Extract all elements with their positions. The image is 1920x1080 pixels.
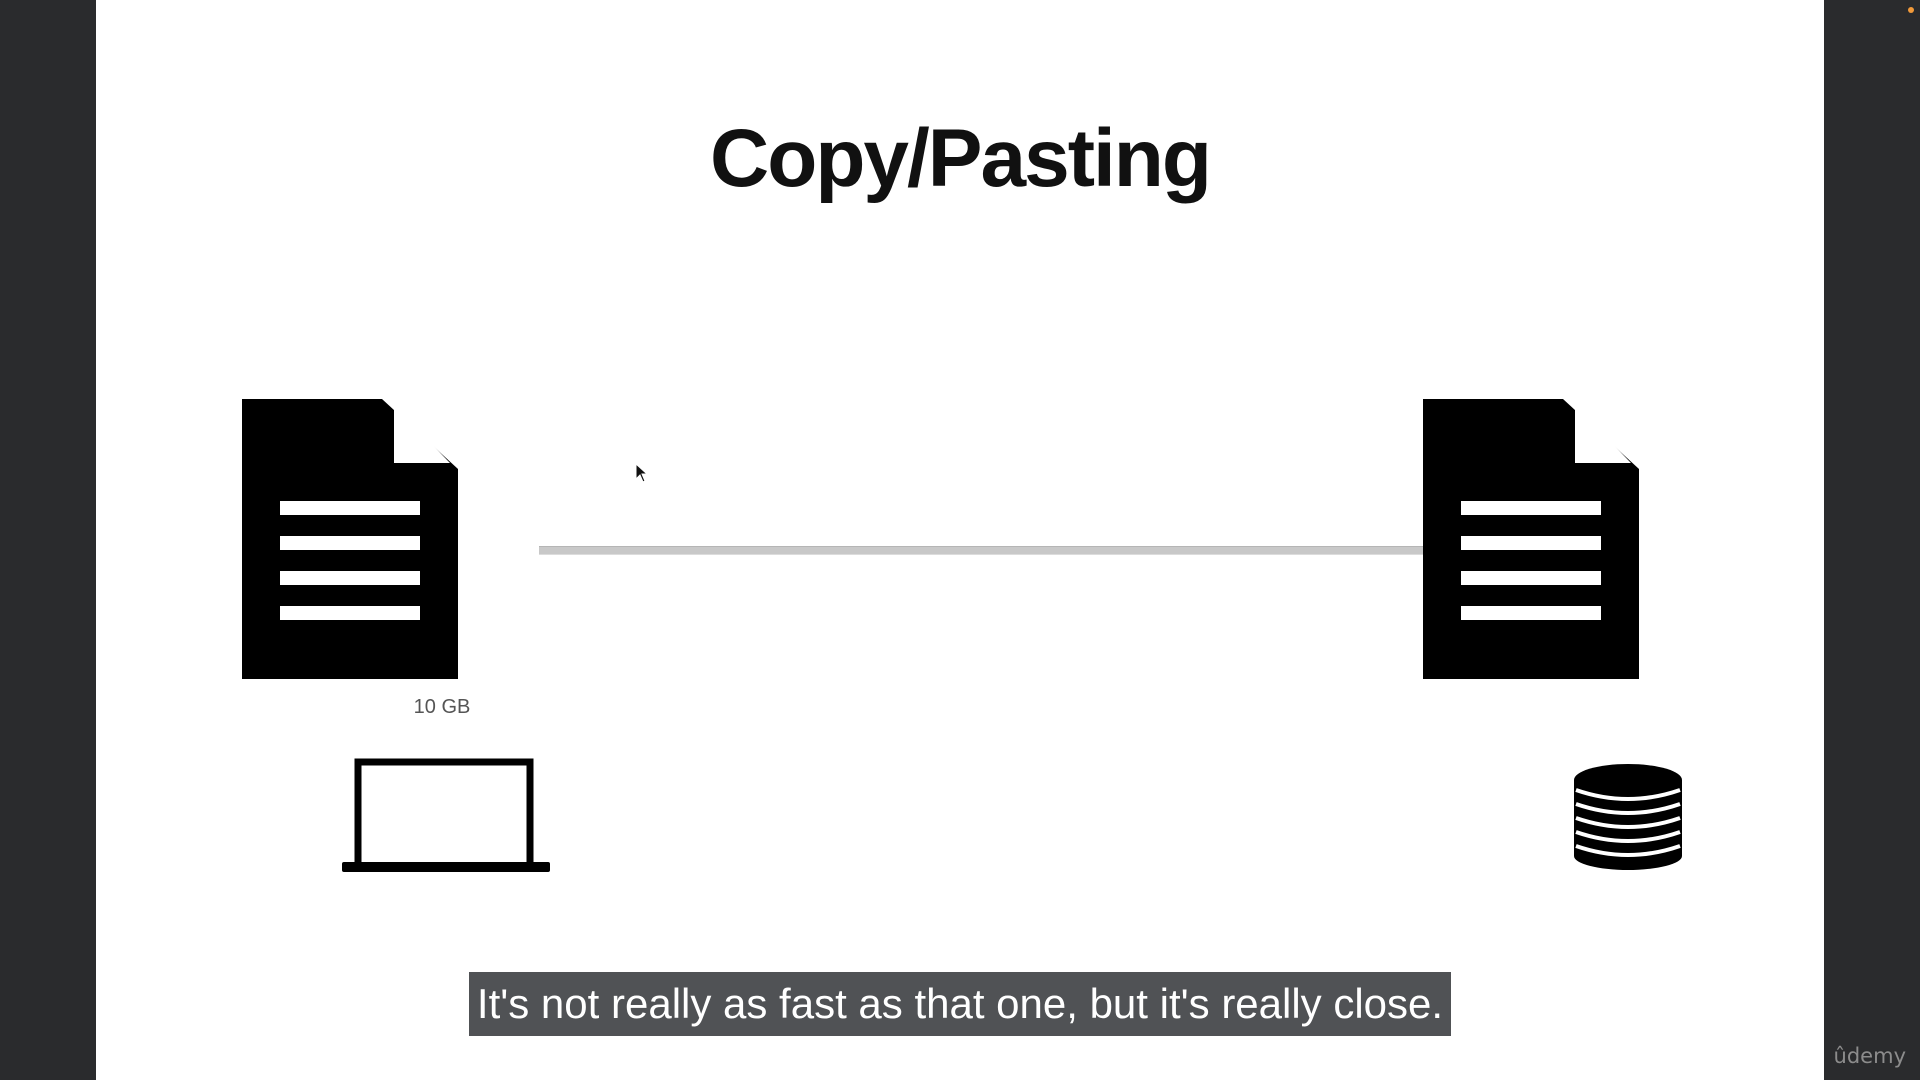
file-size-label: 10 GB xyxy=(413,696,471,718)
mouse-cursor-icon xyxy=(635,462,649,485)
subtitle-caption: It's not really as fast as that one, but… xyxy=(468,972,1452,1036)
database-icon xyxy=(1572,760,1684,872)
slide: Copy/Pasting 10 GB xyxy=(96,0,1914,1080)
caption-area: It's not really as fast as that one, but… xyxy=(0,972,1920,1036)
udemy-watermark: ûdemy xyxy=(1833,1044,1906,1068)
source-document-icon xyxy=(242,399,458,679)
destination-document-icon xyxy=(1423,399,1639,679)
laptop-icon xyxy=(342,758,550,876)
recording-indicator-icon xyxy=(1908,7,1914,13)
transfer-line xyxy=(539,546,1538,555)
slide-title: Copy/Pasting xyxy=(710,113,1212,204)
